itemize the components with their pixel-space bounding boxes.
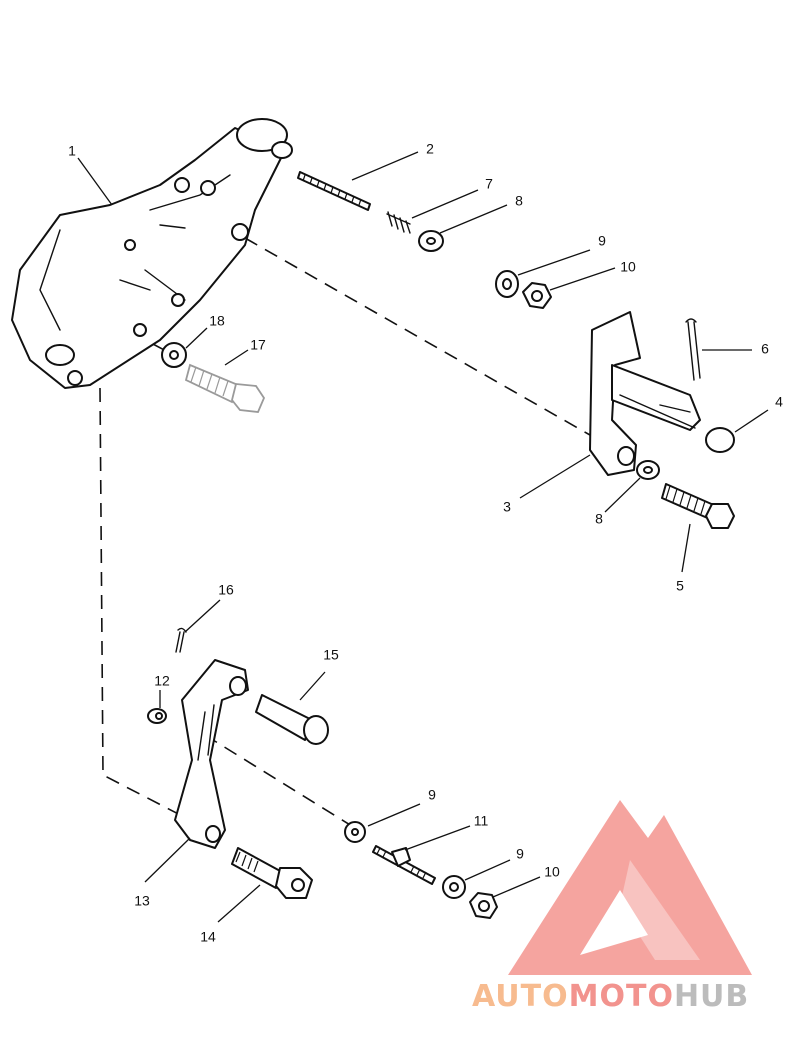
callout-17: 17 [250, 337, 266, 353]
stud-part-2 [297, 171, 371, 211]
callout-11: 11 [474, 813, 489, 829]
washer-part-9-lower-b [442, 875, 466, 899]
svg-text:AUTOMOTOHUB: AUTOMOTOHUB [472, 979, 749, 1014]
callout-6: 6 [761, 341, 769, 357]
callout-4: 4 [775, 394, 783, 410]
nut-part-10-lower [469, 892, 498, 919]
assembly-line-vertical [99, 387, 191, 821]
main-bracket-part [11, 118, 293, 389]
callout-8-top: 8 [515, 193, 523, 209]
pin-part-12 [147, 708, 167, 724]
callout-9-lower-b: 9 [516, 846, 524, 862]
washer-part-9-top [495, 270, 519, 298]
washer-part-18 [161, 342, 187, 368]
watermark-text-auto: AUTO [472, 979, 569, 1014]
spring-part-7 [386, 211, 411, 234]
callout-15: 15 [323, 647, 339, 663]
callout-18: 18 [209, 313, 225, 329]
washer-part-8-top [418, 230, 444, 252]
stud-part-11 [372, 845, 436, 885]
callout-10-top: 10 [620, 259, 636, 275]
watermark-triangle-logo [508, 800, 752, 975]
nut-part-10-top [522, 282, 552, 309]
shoulder-bolt-part-14 [231, 847, 313, 899]
watermark-text-hub: HUB [674, 979, 749, 1014]
callout-3: 3 [503, 499, 511, 515]
callout-labels: 1 2 3 4 5 6 7 8 8 9 9 9 10 10 11 12 13 1… [68, 141, 783, 945]
callout-9-lower-a: 9 [428, 787, 436, 803]
bolt-part-17 [184, 363, 266, 413]
callout-9-top: 9 [598, 233, 606, 249]
cotter-pin-part-16 [175, 627, 187, 653]
automotohub-watermark: AUTOMOTOHUB [472, 800, 752, 1014]
callout-16: 16 [218, 582, 234, 598]
washer-part-9-lower-a [344, 821, 366, 843]
lever-arm-part-13 [174, 659, 249, 849]
callout-1: 1 [68, 143, 76, 159]
watermark-text-moto: MOTO [569, 979, 674, 1014]
assembly-line-lever-to-stud [204, 734, 356, 829]
washer-part-8-lower [636, 460, 660, 480]
callout-10-lower: 10 [544, 864, 560, 880]
clevis-pin-part-15 [255, 694, 329, 745]
callout-2: 2 [426, 141, 434, 157]
callout-7: 7 [485, 176, 493, 192]
cap-part-4 [705, 427, 735, 453]
leader-lines [77, 151, 769, 923]
assembly-line-bracket-to-pivot [244, 237, 591, 436]
callout-5: 5 [676, 578, 684, 594]
callout-8-lower: 8 [595, 511, 603, 527]
pivot-bracket-part-3 [589, 311, 701, 476]
callout-12: 12 [154, 673, 170, 689]
cotter-pin-part-6 [685, 318, 701, 381]
bolt-part-5 [661, 483, 735, 529]
callout-14: 14 [200, 929, 216, 945]
callout-13: 13 [134, 893, 150, 909]
